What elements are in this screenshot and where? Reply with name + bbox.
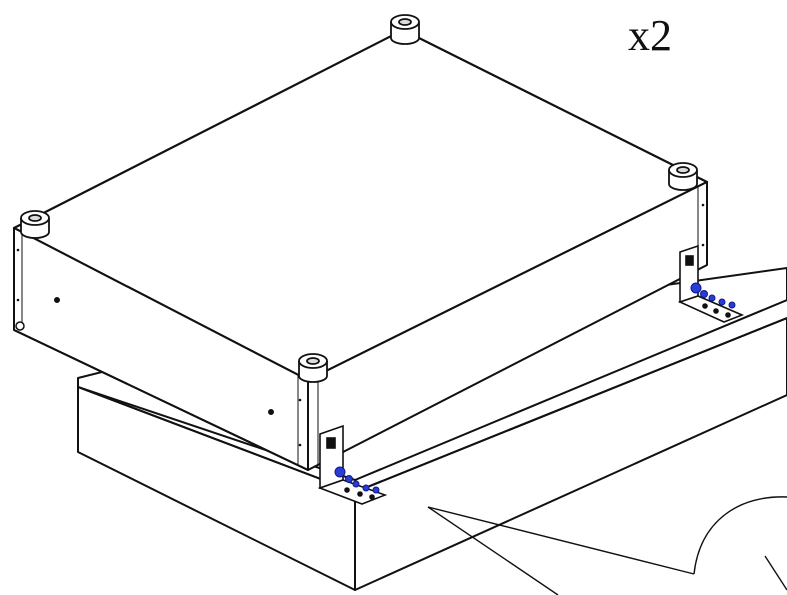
fasteners-front	[334, 466, 380, 494]
screw-icon	[334, 466, 346, 478]
foot-right	[668, 162, 698, 191]
fasteners-right	[690, 282, 736, 309]
screw-icon	[352, 480, 360, 488]
screw-icon	[700, 290, 708, 298]
screw-icon	[708, 294, 716, 302]
callout-leader	[427, 496, 787, 595]
side-hole	[15, 321, 25, 331]
quantity-label: x2	[628, 11, 672, 60]
screw-icon	[690, 282, 702, 294]
screw-icon	[728, 301, 736, 309]
side-hole	[54, 297, 60, 303]
screw-icon	[362, 484, 370, 492]
screw-icon	[718, 298, 726, 306]
foot-left	[20, 210, 50, 239]
screw-icon	[345, 475, 353, 483]
side-hole	[268, 409, 274, 415]
unit-box	[12, 28, 709, 471]
foot-back	[390, 14, 420, 45]
screw-icon	[372, 486, 380, 494]
foot-front	[298, 353, 328, 383]
